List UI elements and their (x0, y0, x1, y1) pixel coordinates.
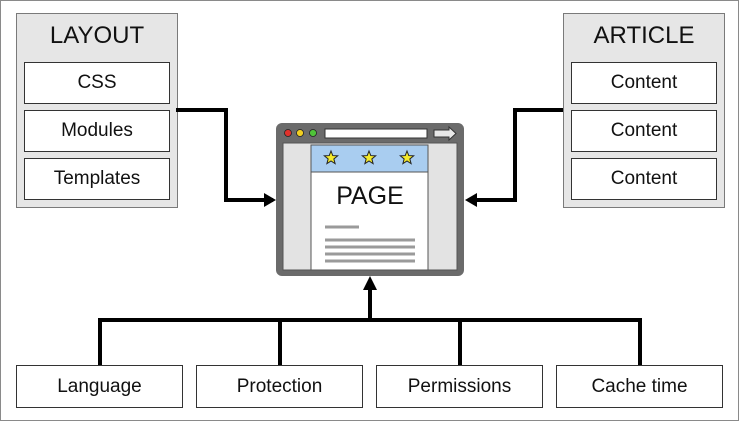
star-icon (399, 149, 415, 165)
browser-window-icon (276, 123, 464, 276)
layout-panel: LAYOUT CSS Modules Templates (16, 13, 178, 208)
article-item-content-2: Content (571, 110, 717, 152)
article-to-page-connector (470, 108, 563, 202)
layout-arrowhead (264, 193, 276, 207)
layout-item-css: CSS (24, 62, 170, 104)
permissions-box: Permissions (376, 365, 543, 408)
layout-item-templates: Templates (24, 158, 170, 200)
close-dot-icon (284, 129, 292, 137)
page-label: PAGE (336, 182, 404, 210)
layout-to-page-connector (176, 108, 273, 202)
article-item-content-3: Content (571, 158, 717, 200)
star-icon (361, 149, 377, 165)
bottom-arrowhead (363, 276, 377, 290)
go-arrow-icon (433, 125, 457, 142)
rating-stars (323, 149, 415, 165)
star-icon (323, 149, 339, 165)
maximize-dot-icon (309, 129, 317, 137)
article-item-content-1: Content (571, 62, 717, 104)
article-arrowhead (465, 193, 477, 207)
page-text-lines (325, 225, 415, 263)
layout-title: LAYOUT (49, 22, 145, 49)
cache-time-box: Cache time (556, 365, 723, 408)
minimize-dot-icon (296, 129, 304, 137)
protection-box: Protection (196, 365, 363, 408)
article-panel: ARTICLE Content Content Content (563, 13, 725, 208)
layout-item-modules: Modules (24, 110, 170, 152)
address-bar (324, 128, 428, 139)
language-box: Language (16, 365, 183, 408)
article-title: ARTICLE (593, 22, 695, 49)
bottom-bus-connector (98, 290, 642, 365)
